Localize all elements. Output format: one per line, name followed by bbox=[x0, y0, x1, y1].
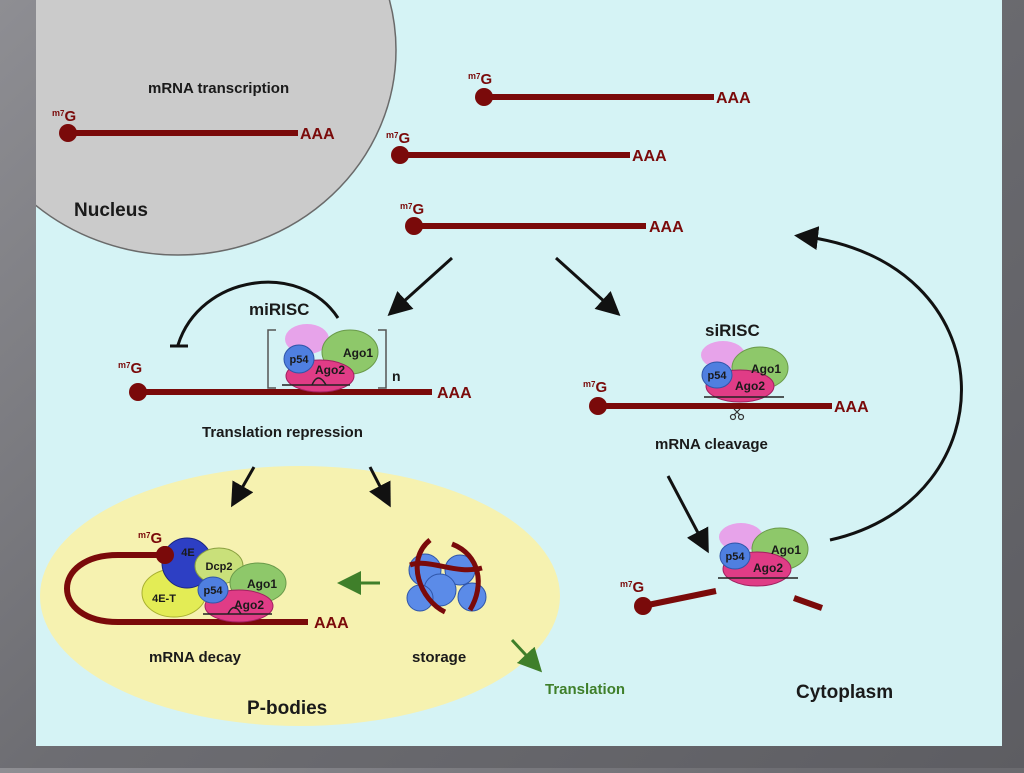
mrna-cleavage-label: mRNA cleavage bbox=[655, 436, 768, 453]
mrna-decay-label: mRNA decay bbox=[149, 649, 242, 666]
cap-label: m7G bbox=[400, 201, 424, 218]
poly-a-label: AAA bbox=[716, 90, 751, 107]
cap-circle bbox=[391, 146, 409, 164]
p54-label: p54 bbox=[204, 585, 224, 597]
p-body bbox=[40, 466, 560, 726]
cytoplasm-label: Cytoplasm bbox=[796, 682, 893, 703]
poly-a-label: AAA bbox=[314, 615, 349, 632]
cap-circle bbox=[475, 88, 493, 106]
4e-label: 4E bbox=[181, 547, 194, 559]
p54-label: p54 bbox=[726, 551, 746, 563]
mrna-cytoplasm-2: m7G AAA bbox=[386, 130, 667, 165]
poly-a-label: AAA bbox=[632, 148, 667, 165]
arrow-to-cleaved bbox=[666, 475, 709, 554]
recycle-arrow bbox=[794, 226, 963, 542]
translation-label: Translation bbox=[545, 681, 625, 698]
storage-granule bbox=[406, 538, 487, 615]
bracket-left bbox=[267, 329, 276, 389]
nucleus-label: Nucleus bbox=[74, 200, 148, 221]
ago1-label: Ago1 bbox=[771, 543, 801, 557]
p54-label: p54 bbox=[708, 370, 728, 382]
dcp2-label: Dcp2 bbox=[206, 561, 233, 573]
mrna-cytoplasm-1: m7G AAA bbox=[468, 71, 751, 107]
scissors-icon bbox=[729, 408, 745, 421]
transcription-label: mRNA transcription bbox=[148, 80, 289, 97]
p54-protein bbox=[701, 361, 733, 389]
nucleus bbox=[36, 0, 397, 256]
ago1-label: Ago1 bbox=[247, 577, 277, 591]
ago2-label: Ago2 bbox=[753, 561, 783, 575]
p54-protein bbox=[197, 576, 229, 604]
cap-label: m7G bbox=[468, 71, 492, 88]
cap-label: m7G bbox=[52, 108, 76, 125]
translation-repression-label: Translation repression bbox=[202, 424, 363, 441]
pbodies-label: P-bodies bbox=[247, 698, 327, 719]
ago2-label: Ago2 bbox=[735, 379, 765, 393]
released-sirisc: Ago1 Ago2 p54 bbox=[718, 523, 809, 587]
mrna-cytoplasm-3: m7G AAA bbox=[400, 201, 684, 236]
sirisc-label: siRISC bbox=[705, 321, 760, 340]
decay-complex: m7G AAA 4E Dcp2 4E-T Ago1 Ago2 p54 bbox=[64, 530, 349, 632]
ago2-label: Ago2 bbox=[315, 363, 345, 377]
mirisc-complex: m7G AAA Ago1 Ago2 p54 n bbox=[118, 324, 472, 402]
mirisc-label: miRISC bbox=[249, 300, 309, 319]
ago1-label: Ago1 bbox=[343, 346, 373, 360]
cap-label: m7G bbox=[386, 130, 410, 147]
to-translation-arrow bbox=[510, 638, 543, 673]
p54-protein bbox=[283, 344, 315, 374]
poly-a-label: AAA bbox=[834, 399, 869, 416]
bracket-right bbox=[378, 329, 387, 389]
cap-label: m7G bbox=[138, 530, 162, 547]
p54-protein bbox=[719, 542, 751, 570]
poly-a-label: AAA bbox=[649, 219, 684, 236]
4e-t-label: 4E-T bbox=[152, 593, 176, 605]
cap-label: m7G bbox=[583, 379, 607, 396]
ago1-label: Ago1 bbox=[751, 362, 781, 376]
cap-circle bbox=[129, 383, 147, 401]
arrow-to-decay bbox=[231, 466, 256, 508]
sirisc-complex: m7G AAA Ago1 Ago2 p54 bbox=[583, 341, 869, 421]
n-label: n bbox=[392, 368, 401, 384]
arrow-to-mirisc bbox=[387, 256, 454, 317]
p54-label: p54 bbox=[290, 354, 310, 366]
cap-circle bbox=[59, 124, 77, 142]
cleaved-mrna: m7G bbox=[620, 579, 824, 615]
storage-label: storage bbox=[412, 649, 466, 666]
ago2-label: Ago2 bbox=[234, 598, 264, 612]
arrow-to-storage bbox=[368, 466, 391, 508]
cap-label: m7G bbox=[620, 579, 644, 596]
poly-a-label: AAA bbox=[437, 385, 472, 402]
mirisc-feedback-arrow bbox=[176, 280, 340, 346]
cap-circle bbox=[405, 217, 423, 235]
cap-circle bbox=[589, 397, 607, 415]
cap-circle bbox=[634, 597, 652, 615]
mrna-nucleus: m7G AAA bbox=[52, 108, 335, 143]
arrow-to-sirisc bbox=[554, 256, 621, 317]
poly-a-label: AAA bbox=[300, 126, 335, 143]
cap-label: m7G bbox=[118, 360, 142, 377]
